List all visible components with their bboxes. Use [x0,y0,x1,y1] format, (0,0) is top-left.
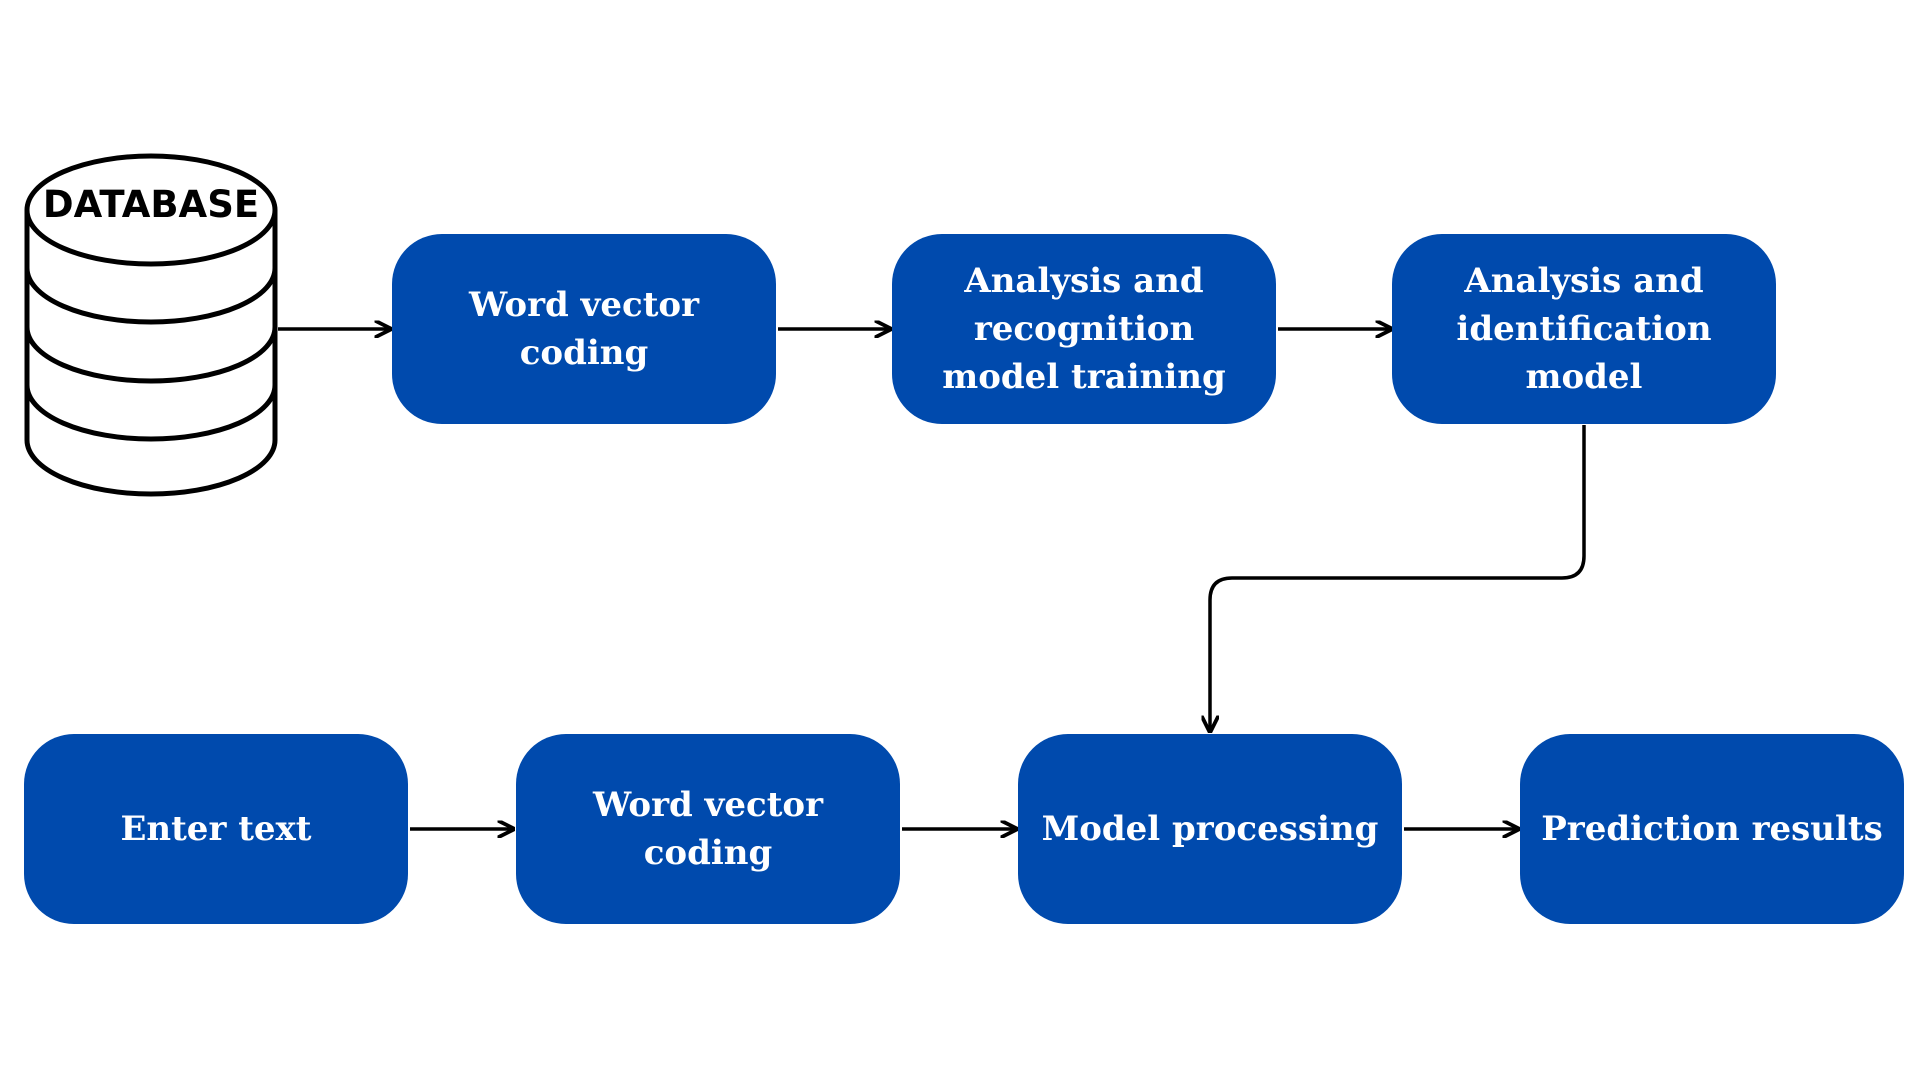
enter-text-label: Enter text [120,809,312,849]
word-vector-coding-box-training: Word vector coding [392,234,776,424]
arrow-identification-model-to-model-processing [1210,425,1586,731]
model-processing-box: Model processing [1018,734,1402,924]
identification-model-box: Analysis and identification model [1392,234,1776,424]
model-training-box: Analysis and recognition model training [892,234,1276,424]
word-vector-coding-label: Word vector coding [469,285,699,373]
model-training-label: Analysis and recognition model training [942,261,1226,397]
word-vector-coding-box-prediction: Word vector coding [516,734,900,924]
prediction-results-box: Prediction results [1520,734,1904,924]
database-icon [24,153,278,497]
prediction-results-label: Prediction results [1541,809,1883,849]
database-label: DATABASE [42,183,260,226]
identification-model-label: Analysis and identification model [1456,261,1712,397]
word-vector-coding-label: Word vector coding [593,785,823,873]
model-processing-label: Model processing [1041,809,1379,849]
enter-text-box: Enter text [24,734,408,924]
